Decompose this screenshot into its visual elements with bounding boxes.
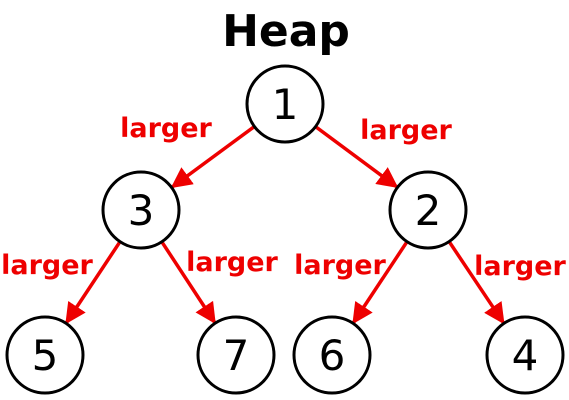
node-label-right-right: 4 <box>512 331 539 380</box>
edges-layer: larger larger larger larger larger larger <box>1 113 567 325</box>
node-label-left-right: 7 <box>223 331 250 380</box>
node-label-right-left: 6 <box>319 331 346 380</box>
node-circle-left-left <box>5 315 85 395</box>
node-circle-left-right <box>196 315 276 395</box>
node-circle-root <box>245 64 325 144</box>
edge-arrow-root-to-right <box>314 125 399 189</box>
edge-label-right-to-right-right: larger <box>474 251 566 282</box>
edge-arrow-right-to-right-left <box>352 240 409 325</box>
edge-label-right-to-right-left: larger <box>294 250 386 281</box>
node-label-left: 3 <box>128 186 155 235</box>
node-right-right: 4 <box>485 315 565 395</box>
node-circle-right-left <box>292 315 372 395</box>
node-root: 1 <box>245 64 325 144</box>
edge-label-root-to-right: larger <box>360 115 452 146</box>
node-left: 3 <box>101 170 181 250</box>
edge-arrow-root-to-left <box>170 125 256 189</box>
node-circle-right-right <box>485 315 565 395</box>
node-right-left: 6 <box>292 315 372 395</box>
edge-label-root-to-left: larger <box>120 113 212 144</box>
node-left-right: 7 <box>196 315 276 395</box>
node-right: 2 <box>388 170 468 250</box>
edge-arrow-right-to-right-right <box>447 240 505 325</box>
diagram-title: Heap <box>222 6 350 57</box>
edge-label-left-to-left-right: larger <box>186 247 278 278</box>
node-label-left-left: 5 <box>32 331 59 380</box>
node-left-left: 5 <box>5 315 85 395</box>
node-label-right: 2 <box>415 186 442 235</box>
nodes-layer: 1 3 2 5 7 6 4 <box>5 64 565 395</box>
edge-label-left-to-left-left: larger <box>1 250 93 281</box>
edge-arrow-left-to-left-left <box>65 240 122 325</box>
node-label-root: 1 <box>272 80 299 129</box>
node-circle-left <box>101 170 181 250</box>
edge-arrow-left-to-left-right <box>160 240 217 325</box>
node-circle-right <box>388 170 468 250</box>
